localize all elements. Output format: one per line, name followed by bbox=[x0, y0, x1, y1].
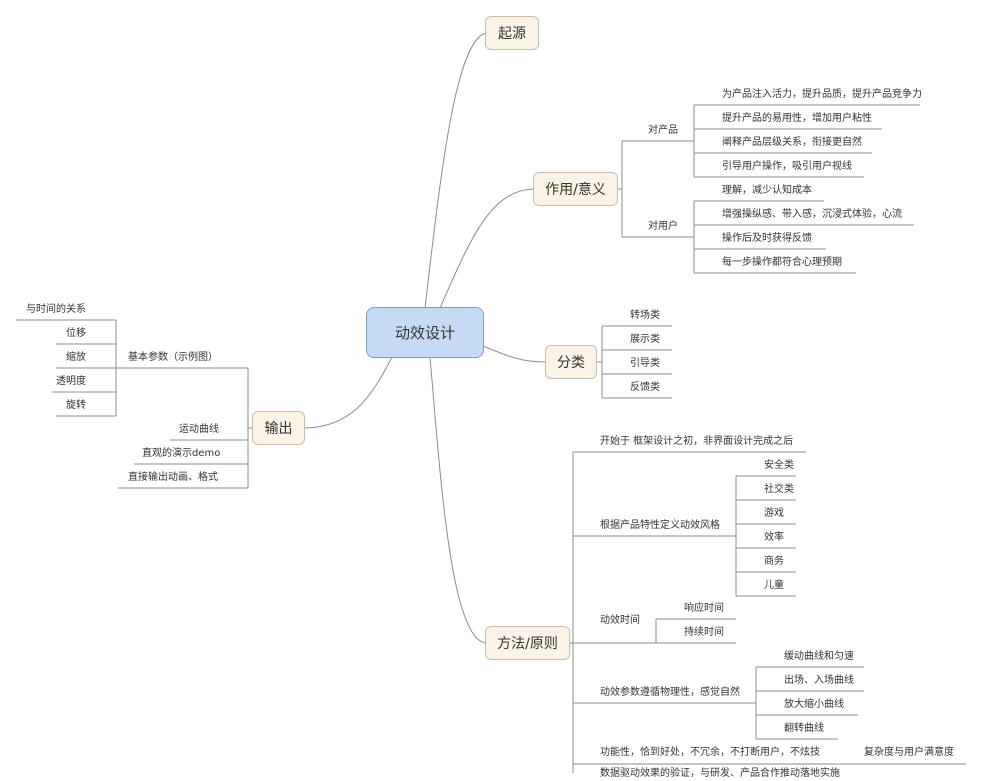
timing-item[interactable]: 持续时间 bbox=[684, 627, 724, 638]
role-for-product[interactable]: 对产品 bbox=[648, 125, 678, 136]
functional-sub[interactable]: 复杂度与用户满意度 bbox=[864, 747, 954, 758]
physics-item[interactable]: 放大缩小曲线 bbox=[784, 699, 844, 710]
physics-item[interactable]: 翻转曲线 bbox=[784, 723, 824, 734]
method-style[interactable]: 根据产品特性定义动效风格 bbox=[600, 520, 720, 531]
product-item[interactable]: 阐释产品层级关系，衔接更自然 bbox=[722, 137, 862, 148]
output-other[interactable]: 运动曲线 bbox=[179, 424, 219, 435]
category-item[interactable]: 转场类 bbox=[630, 310, 660, 321]
method-functional[interactable]: 功能性，恰到好处，不冗余，不打断用户，不炫技 bbox=[600, 747, 820, 758]
timing-item[interactable]: 响应时间 bbox=[684, 603, 724, 614]
category-item[interactable]: 展示类 bbox=[630, 334, 660, 345]
product-item[interactable]: 引导用户操作，吸引用户视线 bbox=[722, 161, 852, 172]
output-param[interactable]: 透明度 bbox=[56, 376, 86, 387]
style-item[interactable]: 社交类 bbox=[764, 484, 794, 495]
output-other[interactable]: 直接输出动画、格式 bbox=[128, 472, 218, 483]
user-item[interactable]: 增强操纵感、带入感，沉浸式体验，心流 bbox=[722, 209, 902, 220]
physics-item[interactable]: 缓动曲线和匀速 bbox=[784, 651, 854, 662]
root-node[interactable]: 动效设计 bbox=[366, 307, 484, 358]
output-other[interactable]: 直观的演示demo bbox=[142, 448, 221, 459]
output-basic-params[interactable]: 基本参数（示例图） bbox=[128, 352, 218, 363]
output-param[interactable]: 位移 bbox=[66, 328, 86, 339]
product-item[interactable]: 提升产品的易用性，增加用户粘性 bbox=[722, 113, 872, 124]
user-item[interactable]: 每一步操作都符合心理预期 bbox=[722, 257, 842, 268]
style-item[interactable]: 效率 bbox=[764, 532, 784, 543]
method-cutoff[interactable]: 数据驱动效果的验证，与研发、产品合作推动落地实施 bbox=[600, 768, 840, 779]
method-physics[interactable]: 动效参数遵循物理性，感觉自然 bbox=[600, 687, 740, 698]
output-param[interactable]: 旋转 bbox=[66, 400, 86, 411]
branch-method[interactable]: 方法/原则 bbox=[485, 626, 570, 660]
method-timing[interactable]: 动效时间 bbox=[600, 615, 640, 626]
category-item[interactable]: 反馈类 bbox=[630, 382, 660, 393]
output-param[interactable]: 缩放 bbox=[66, 352, 86, 363]
style-item[interactable]: 游戏 bbox=[764, 508, 784, 519]
style-item[interactable]: 商务 bbox=[764, 556, 784, 567]
product-item[interactable]: 为产品注入活力，提升品质，提升产品竞争力 bbox=[722, 89, 922, 100]
branch-role[interactable]: 作用/意义 bbox=[533, 172, 618, 206]
user-item[interactable]: 理解，减少认知成本 bbox=[722, 185, 812, 196]
physics-item[interactable]: 出场、入场曲线 bbox=[784, 675, 854, 686]
style-item[interactable]: 儿童 bbox=[764, 580, 784, 591]
role-for-user[interactable]: 对用户 bbox=[648, 221, 678, 232]
branch-category[interactable]: 分类 bbox=[545, 345, 597, 379]
branch-origin[interactable]: 起源 bbox=[485, 16, 539, 50]
category-item[interactable]: 引导类 bbox=[630, 358, 660, 369]
branch-output[interactable]: 输出 bbox=[252, 411, 305, 445]
style-item[interactable]: 安全类 bbox=[764, 460, 794, 471]
output-param[interactable]: 与时间的关系 bbox=[26, 304, 86, 315]
user-item[interactable]: 操作后及时获得反馈 bbox=[722, 233, 812, 244]
method-start[interactable]: 开始于 框架设计之初，非界面设计完成之后 bbox=[600, 436, 794, 447]
